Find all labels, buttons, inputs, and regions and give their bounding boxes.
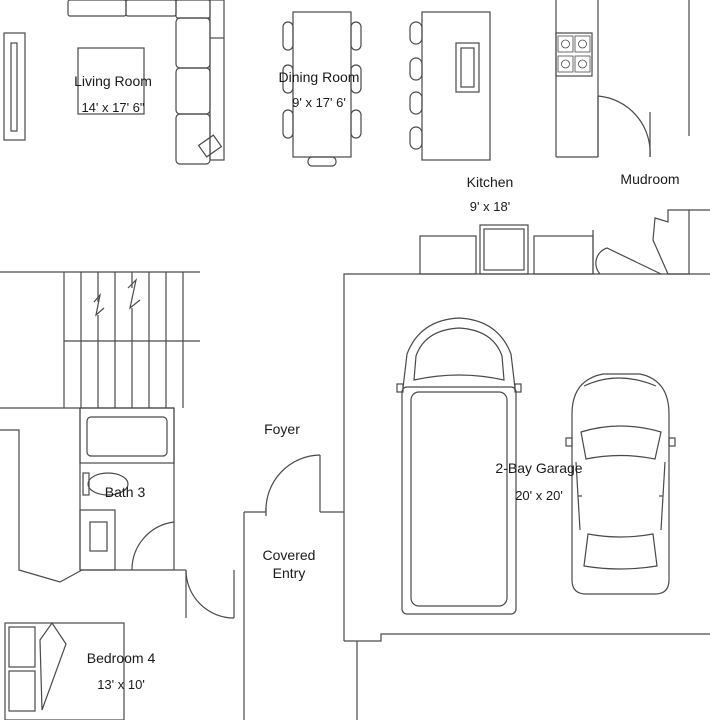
range-counter <box>555 0 599 158</box>
bath-door <box>131 521 175 571</box>
garage-label: 2-Bay Garage <box>495 460 583 476</box>
bathtub <box>79 407 175 464</box>
kitchen-counter-appliances <box>419 224 594 275</box>
dining-table <box>282 11 362 167</box>
living-room-label: Living Room <box>74 73 152 89</box>
dining-room-label: Dining Room <box>278 69 360 85</box>
kitchen-size: 9' x 18' <box>469 199 511 214</box>
dining-room-size: 9' x 17' 6' <box>292 95 346 110</box>
bath3-label: Bath 3 <box>104 484 146 500</box>
closet <box>0 429 83 583</box>
stairs <box>0 271 200 408</box>
tv-console <box>3 32 26 141</box>
foyer-label: Foyer <box>264 421 300 437</box>
covered-entry-label-line2: Entry <box>272 565 306 581</box>
covered-entry-label-line1: Covered <box>262 547 316 563</box>
kitchen-label: Kitchen <box>466 174 514 190</box>
bedroom4-size: 13' x 10' <box>97 677 145 692</box>
mudroom-entry <box>595 209 710 275</box>
bedroom-door <box>174 569 235 619</box>
car <box>565 373 676 595</box>
kitchen-island <box>409 11 491 161</box>
garage-walls <box>343 273 710 720</box>
bed <box>4 621 125 720</box>
vanity-sink <box>79 509 116 571</box>
stove-burners <box>557 35 591 73</box>
toilet <box>82 472 129 496</box>
coffee-table <box>77 47 145 115</box>
entry-walls <box>243 454 344 720</box>
living-room-size: 14' x 17' 6" <box>81 100 145 115</box>
garage-size: 20' x 20' <box>515 488 563 503</box>
sofa <box>67 0 225 165</box>
mudroom-door <box>597 95 651 158</box>
van <box>396 317 522 615</box>
mudroom-label: Mudroom <box>620 171 680 187</box>
bedroom4-label: Bedroom 4 <box>86 650 156 666</box>
